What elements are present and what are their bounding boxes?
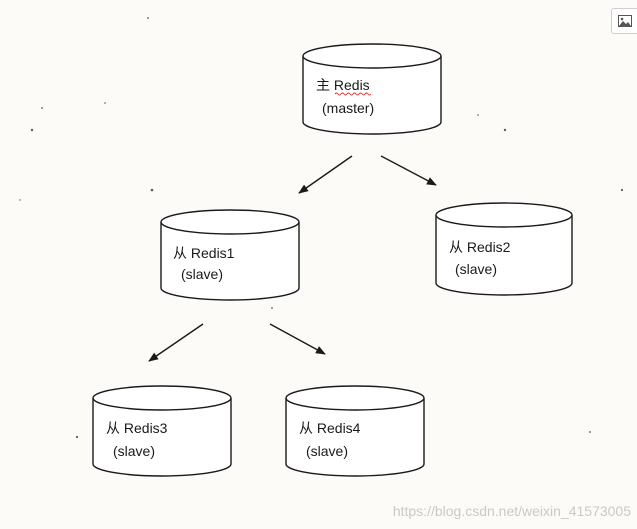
- cylinder-top: [435, 202, 573, 228]
- node-redis3-role: (slave): [113, 443, 155, 459]
- edges: [148, 155, 437, 362]
- node-master-title: 主 Redis: [316, 77, 370, 93]
- edge-master-redis1: [298, 155, 353, 194]
- cylinder-body: [435, 215, 573, 296]
- node-redis4-title: 从 Redis4: [299, 420, 361, 436]
- node-redis4: 从 Redis4 (slave): [285, 385, 425, 477]
- cylinder-top: [92, 385, 232, 411]
- node-redis1-role: (slave): [181, 266, 223, 282]
- node-redis1-title: 从 Redis1: [173, 245, 235, 261]
- cylinder-top: [285, 385, 425, 411]
- image-glyph: [617, 15, 632, 27]
- edge-redis1-redis4: [269, 323, 326, 355]
- node-redis2-role: (slave): [455, 261, 497, 277]
- cylinder-body: [160, 222, 300, 301]
- node-master-role: (master): [322, 100, 374, 116]
- paper-speckles: [19, 17, 624, 439]
- node-master: 主 Redis (master): [302, 43, 442, 135]
- cylinder-top: [302, 43, 442, 69]
- edge-redis1-redis3: [148, 323, 204, 362]
- cylinder-body: [92, 398, 232, 477]
- node-redis3: 从 Redis3 (slave): [92, 385, 232, 477]
- node-redis3-title: 从 Redis3: [106, 420, 168, 436]
- node-redis2: 从 Redis2 (slave): [435, 202, 573, 296]
- node-redis2-title: 从 Redis2: [449, 239, 511, 255]
- cylinder-body: [285, 398, 425, 477]
- cylinder-body: [302, 56, 442, 135]
- spellcheck-underline: [334, 92, 372, 96]
- edge-master-redis2: [380, 155, 437, 186]
- cylinder-top: [160, 209, 300, 235]
- watermark-url: https://blog.csdn.net/weixin_41573005: [392, 503, 631, 519]
- node-redis1: 从 Redis1 (slave): [160, 209, 300, 301]
- image-icon[interactable]: [611, 8, 637, 34]
- node-redis4-role: (slave): [306, 443, 348, 459]
